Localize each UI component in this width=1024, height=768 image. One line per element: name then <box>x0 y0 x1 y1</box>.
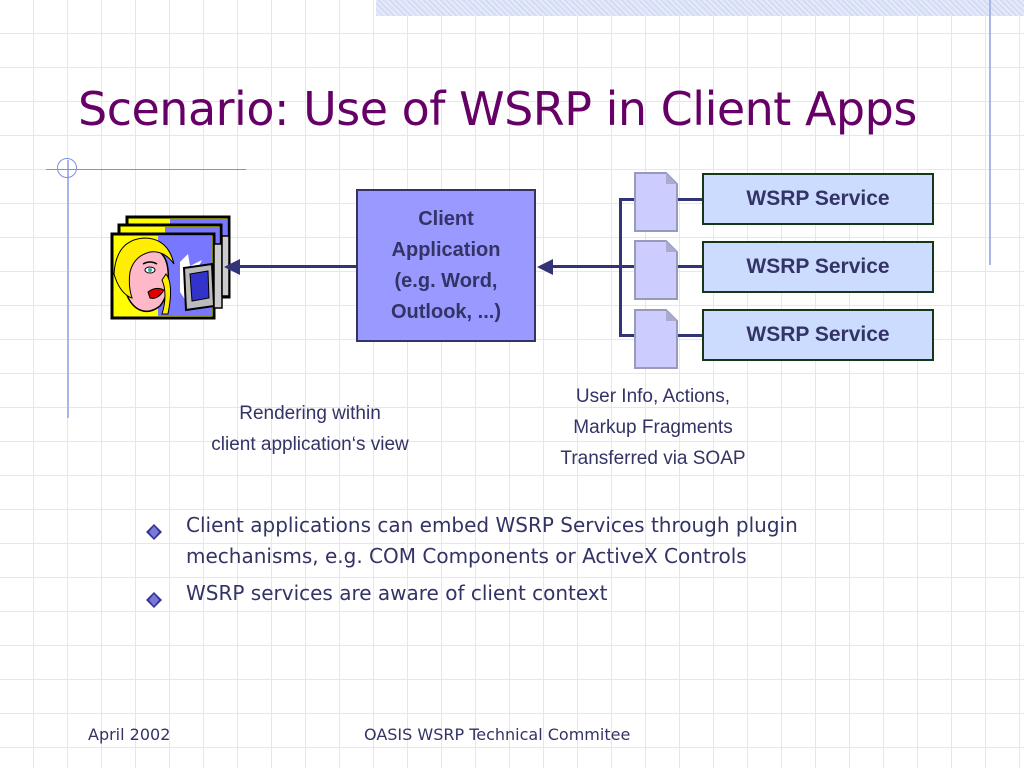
wsrp-service-box: WSRP Service <box>702 309 934 361</box>
wsrp-service-box: WSRP Service <box>702 173 934 225</box>
bullet-text: WSRP services are aware of client contex… <box>186 581 608 605</box>
caption-line: User Info, Actions, <box>575 386 731 407</box>
arrowhead-left-icon <box>537 259 553 275</box>
caption-line: client application‘s view <box>211 434 409 455</box>
crosshair-circle-icon <box>57 158 77 178</box>
client-app-line-3: (e.g. Word, <box>394 269 498 292</box>
client-app-line-4: Outlook, ...) <box>391 300 501 323</box>
bullet-item: Client applications can embed WSRP Servi… <box>146 510 926 572</box>
caption-rendering: Rendering within client application‘s vi… <box>190 398 430 460</box>
document-icon <box>634 240 678 300</box>
connector-branch-1 <box>619 198 635 201</box>
left-decorative-rule <box>67 160 69 418</box>
connector-service-1 <box>677 198 703 201</box>
caption-soap-transfer: User Info, Actions, Markup Fragments Tra… <box>540 381 766 474</box>
footer-organization: OASIS WSRP Technical Commitee <box>364 725 631 744</box>
connector-to-client <box>550 265 620 268</box>
wsrp-service-label: WSRP Service <box>746 323 890 346</box>
title-underline-rule <box>46 169 246 170</box>
wsrp-service-label: WSRP Service <box>746 255 890 278</box>
wsrp-service-label: WSRP Service <box>746 187 890 210</box>
document-icon <box>634 309 678 369</box>
user-at-computer-icon <box>110 215 231 320</box>
caption-line: Rendering within <box>239 403 381 424</box>
bullet-item: WSRP services are aware of client contex… <box>146 578 926 617</box>
diamond-bullet-icon <box>146 578 186 617</box>
connector-to-user <box>236 265 356 268</box>
connector-service-3 <box>677 334 703 337</box>
document-icon <box>634 172 678 232</box>
caption-line: Transferred via SOAP <box>560 448 746 469</box>
footer-date: April 2002 <box>88 725 171 744</box>
top-decorative-band <box>376 0 1024 16</box>
wsrp-service-box: WSRP Service <box>702 241 934 293</box>
connector-branch-3 <box>619 334 635 337</box>
connector-service-2 <box>677 265 703 268</box>
connector-branch-2 <box>619 265 635 268</box>
bullet-text: mechanisms, e.g. COM Components or Activ… <box>186 544 747 568</box>
arrowhead-left-icon <box>224 259 240 275</box>
bullet-list: Client applications can embed WSRP Servi… <box>146 510 926 623</box>
bullet-text: Client applications can embed WSRP Servi… <box>186 513 798 537</box>
client-application-box: Client Application (e.g. Word, Outlook, … <box>356 189 536 342</box>
right-decorative-rule <box>989 0 991 265</box>
client-app-line-2: Application <box>391 238 501 261</box>
slide-title: Scenario: Use of WSRP in Client Apps <box>78 82 917 136</box>
client-app-line-1: Client <box>418 207 474 230</box>
caption-line: Markup Fragments <box>573 417 733 438</box>
diamond-bullet-icon <box>146 510 186 549</box>
user-clipart <box>110 214 234 320</box>
